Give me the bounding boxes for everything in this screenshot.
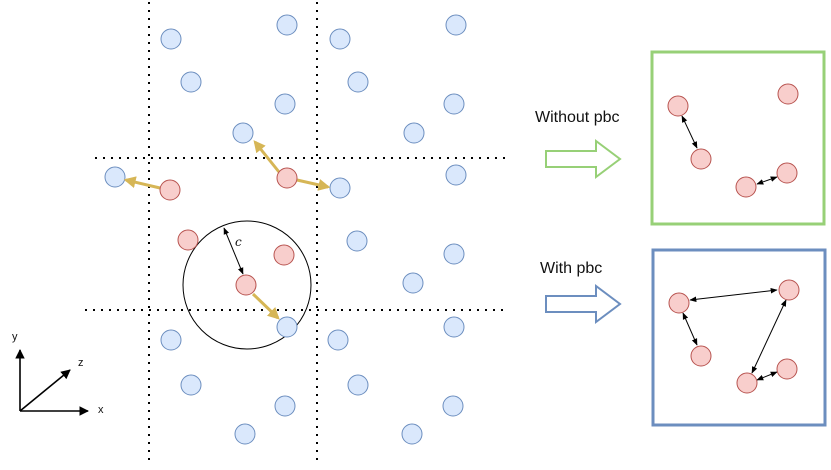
pbc-arrow <box>253 140 281 173</box>
without-pbc-box <box>650 50 826 226</box>
pbc-arrow <box>123 176 161 190</box>
image-atom <box>329 177 351 199</box>
real-atom <box>776 162 798 184</box>
image-atom <box>276 14 298 36</box>
real-atom <box>668 292 690 314</box>
with-pbc-bonds <box>682 287 787 381</box>
real-atom <box>276 167 298 189</box>
image-atom <box>180 374 202 396</box>
image-atom <box>403 122 425 144</box>
real-atom <box>777 83 799 105</box>
image-atom <box>274 395 296 417</box>
cutoff-label: c <box>235 235 242 249</box>
pbc-arrow <box>251 292 280 320</box>
image-atom <box>401 423 423 445</box>
image-atom <box>443 316 465 338</box>
image-atom <box>442 395 464 417</box>
real-atom <box>273 244 295 266</box>
real-atom <box>736 372 758 394</box>
without-pbc-label: Without pbc <box>535 109 620 126</box>
image-atom <box>274 93 296 115</box>
pbc-neighbor-arrows <box>123 140 331 320</box>
real-atom <box>776 358 798 380</box>
boundary-lines <box>85 2 505 462</box>
image-atom <box>104 166 126 188</box>
without-pbc-arrow-icon <box>545 139 622 179</box>
bond-arrow <box>682 312 698 346</box>
real-atom <box>667 95 689 117</box>
image-atom <box>445 164 467 186</box>
axis-y-label: y <box>12 331 18 343</box>
real-atom <box>690 148 712 170</box>
image-atom <box>445 14 467 36</box>
real-atoms <box>159 167 298 296</box>
without-pbc-bonds <box>681 115 778 185</box>
image-atom <box>329 28 351 50</box>
image-atom <box>327 329 349 351</box>
real-atom <box>159 179 181 201</box>
bond-arrow <box>681 115 698 149</box>
real-atom <box>735 176 757 198</box>
image-atom <box>160 28 182 50</box>
bond-arrow <box>756 176 778 185</box>
image-atom <box>346 230 368 252</box>
bond-arrow <box>689 287 778 303</box>
axis-z-label: z <box>78 357 84 369</box>
image-atom <box>234 423 256 445</box>
image-atom <box>276 316 298 338</box>
axis-x-label: x <box>98 404 104 416</box>
image-atom <box>443 93 465 115</box>
image-atom <box>443 243 465 265</box>
with-pbc-label: With pbc <box>540 260 603 277</box>
image-atom <box>160 329 182 351</box>
image-atom <box>347 71 369 93</box>
cutoff-radius-arrow <box>223 227 244 275</box>
image-atom <box>347 374 369 396</box>
axes-icon <box>15 349 89 416</box>
image-atom <box>402 272 424 294</box>
cutoff-circle <box>182 220 312 350</box>
real-atom <box>778 279 800 301</box>
real-atom <box>235 274 257 296</box>
real-atom <box>690 345 712 367</box>
with-pbc-arrow-icon <box>545 284 622 324</box>
bond-arrow <box>751 299 787 374</box>
with-pbc-box <box>651 248 827 427</box>
image-atoms <box>104 14 467 445</box>
without-pbc-atoms <box>667 83 799 198</box>
image-atom <box>232 122 254 144</box>
pbc-arrow <box>296 178 331 191</box>
real-atom <box>177 229 199 251</box>
bond-arrow <box>756 371 778 381</box>
with-pbc-atoms <box>668 279 800 394</box>
axis-z-line <box>19 369 71 412</box>
image-atom <box>180 71 202 93</box>
